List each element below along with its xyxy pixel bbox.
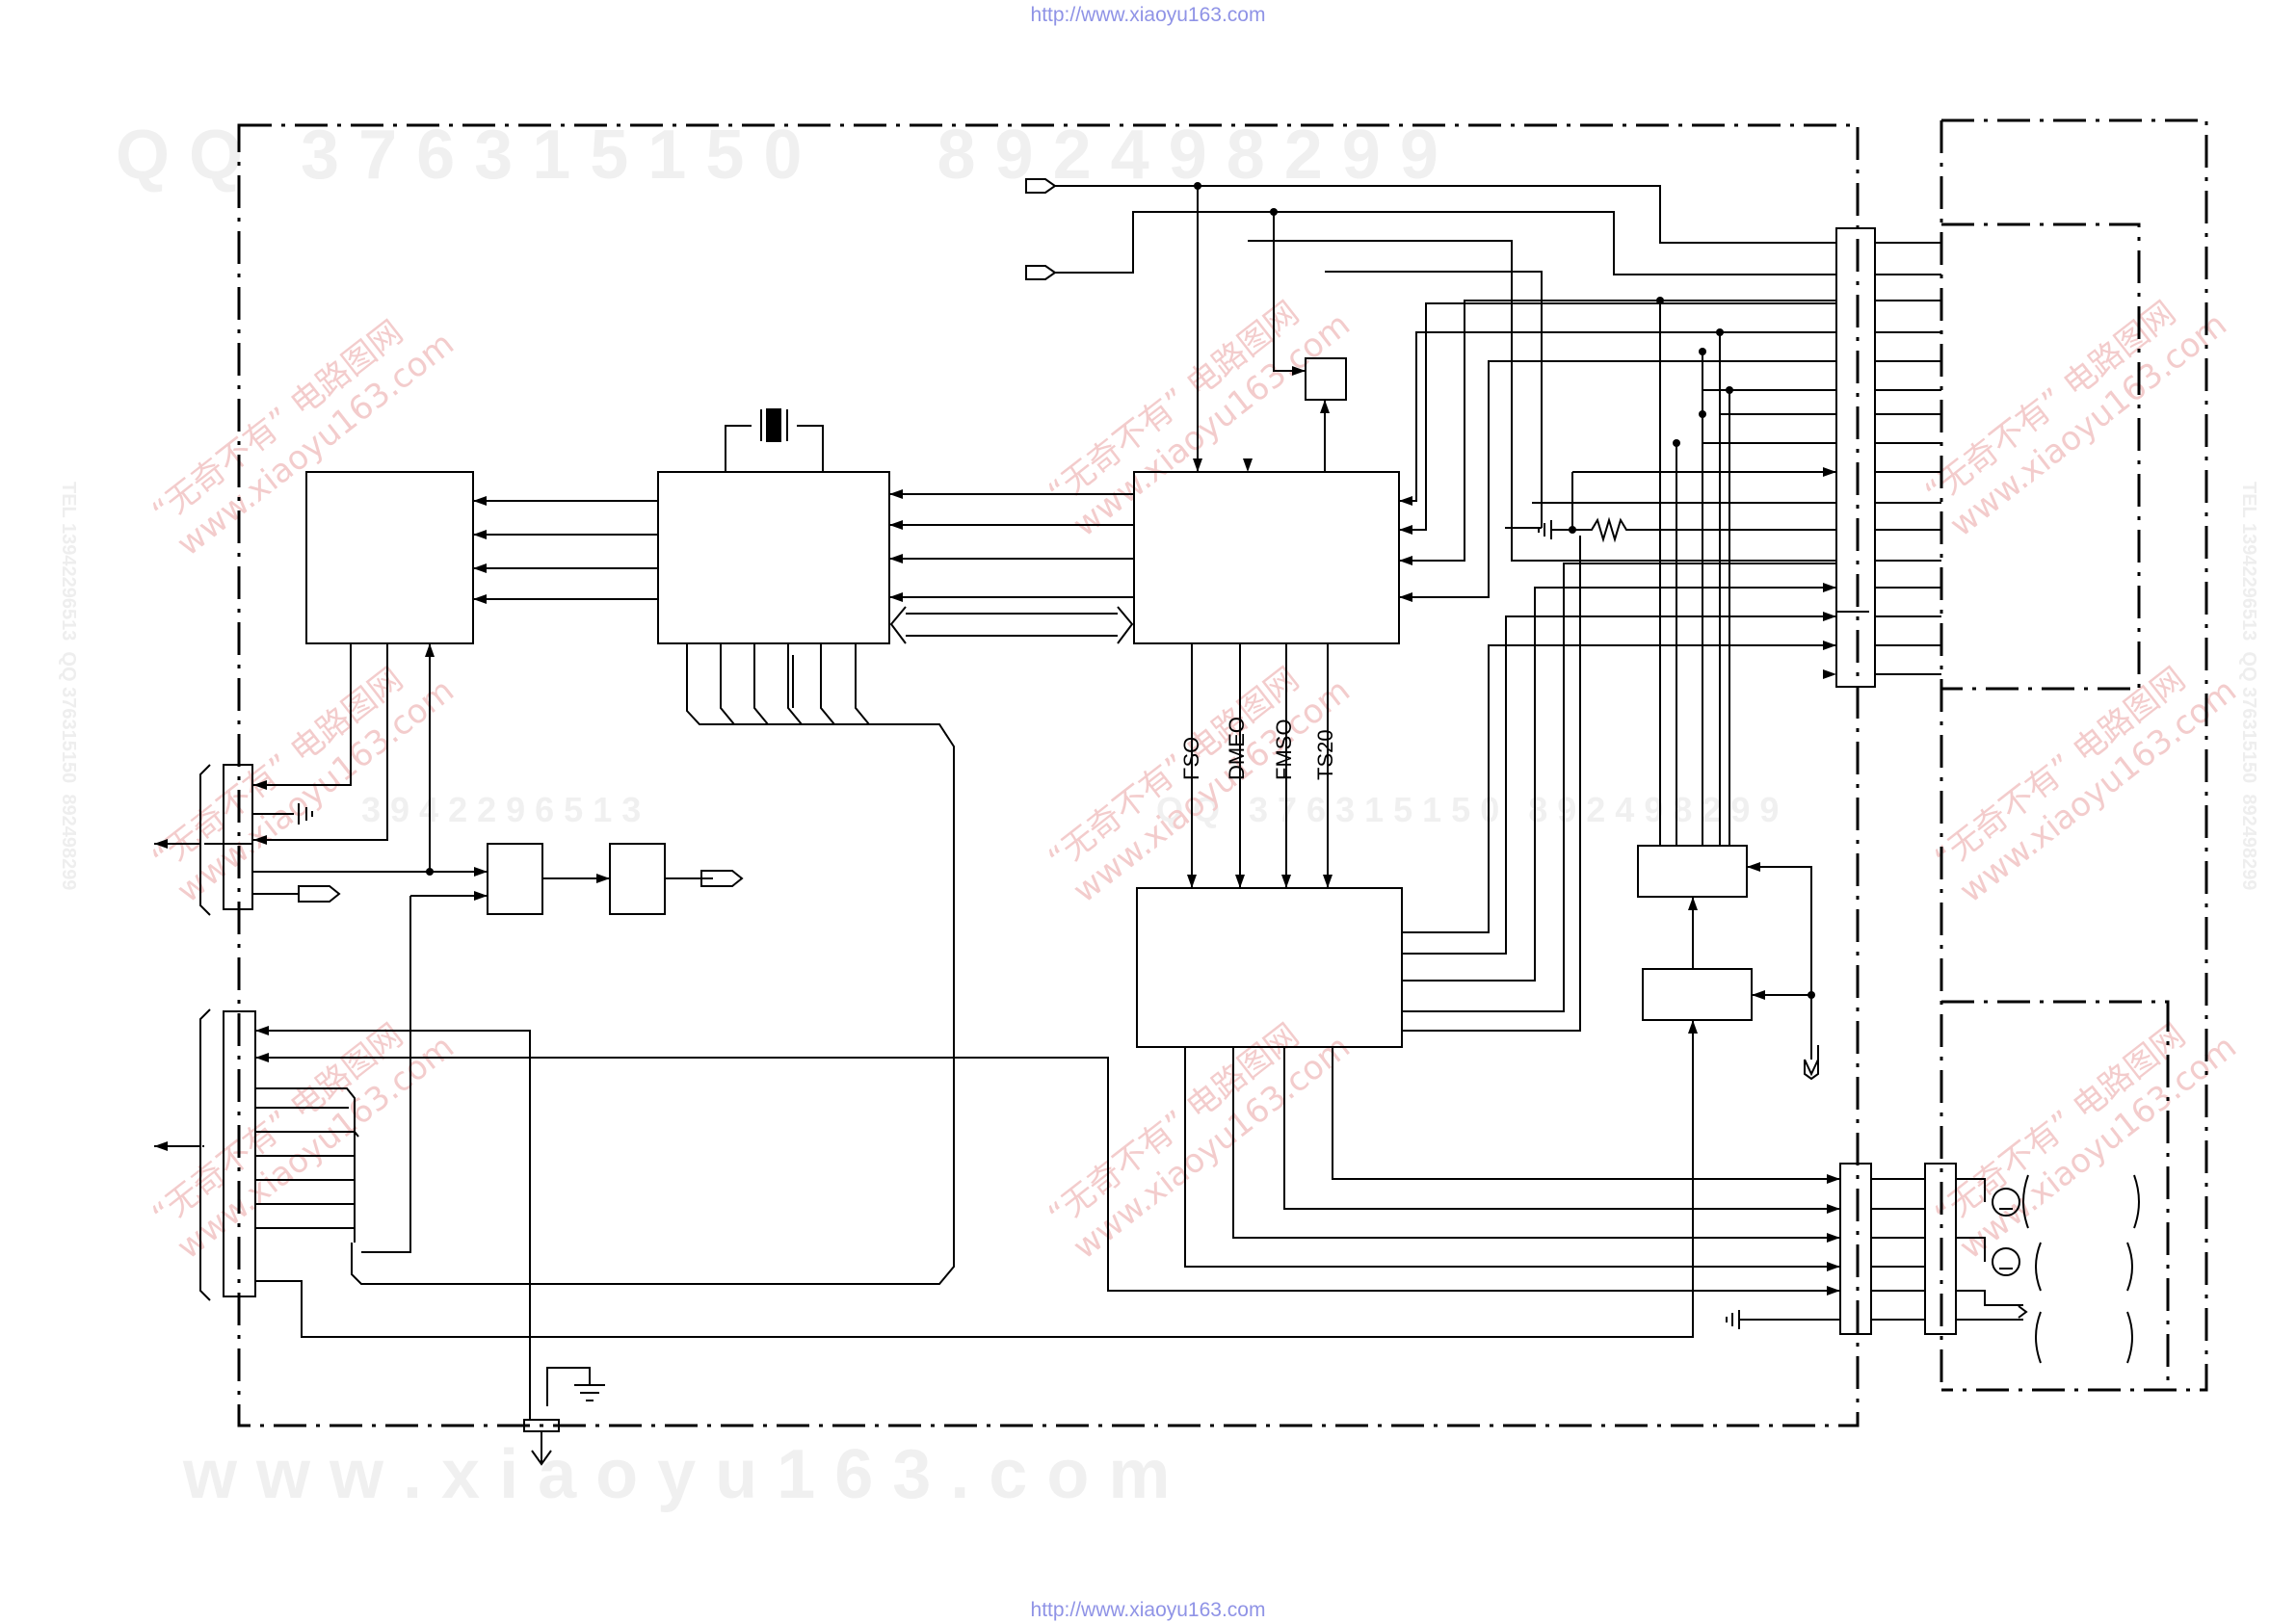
motor-icon-2 xyxy=(1992,1247,2020,1276)
watermark-qq-line-mid: Q Q 3 7 6 3 1 5 1 5 0 8 9 2 4 9 8 2 9 9 xyxy=(1156,790,1780,829)
header-url[interactable]: http://www.xiaoyu163.com xyxy=(1030,4,1266,26)
connector-left-top xyxy=(223,764,253,910)
arrowheads xyxy=(154,366,1840,1296)
signal-label-dmeo: DMEO xyxy=(1225,717,1249,780)
watermark-www-line: w w w . x i a o y u 1 6 3 . c o m xyxy=(183,1436,1171,1513)
block-left xyxy=(305,471,474,644)
paren-left-1 xyxy=(2022,1174,2029,1229)
right-outer-board-outline xyxy=(1941,118,2208,1392)
connector-left-bottom xyxy=(223,1010,256,1297)
watermark-phone-line: 3 9 4 2 2 9 6 5 1 3 xyxy=(361,790,642,829)
block-regulator-b xyxy=(1642,968,1753,1021)
block-small-b xyxy=(609,843,666,915)
connector-right-main xyxy=(1835,227,1876,688)
block-controller xyxy=(1133,471,1400,644)
main-board-outline xyxy=(237,123,1860,1427)
block-small-top xyxy=(1305,357,1347,401)
watermark-qq-line: Q Q 3 7 6 3 1 5 1 5 0 8 9 2 4 9 8 2 9 9 xyxy=(116,117,1438,194)
block-driver xyxy=(1136,887,1403,1048)
block-small-a xyxy=(487,843,543,915)
right-inner-bottom-outline xyxy=(1941,1000,2170,1387)
signal-label-fmso: FMSO xyxy=(1272,719,1296,780)
crystal-leads xyxy=(725,425,824,472)
connector-right-lower-a xyxy=(1839,1163,1872,1335)
crystal-icon xyxy=(766,408,781,442)
paren-right-1 xyxy=(2133,1174,2140,1229)
block-regulator-a xyxy=(1637,845,1748,898)
junction-dots xyxy=(426,182,1815,999)
footer-url[interactable]: http://www.xiaoyu163.com xyxy=(1030,1599,1266,1621)
motor-icon-1 xyxy=(1992,1188,2020,1217)
signal-label-ts20: TS20 xyxy=(1313,729,1337,780)
right-inner-top-outline xyxy=(1941,223,2141,691)
signal-label-fso: FSO xyxy=(1179,737,1203,780)
connector-right-lower-b xyxy=(1924,1163,1957,1335)
block-processor xyxy=(657,471,890,644)
